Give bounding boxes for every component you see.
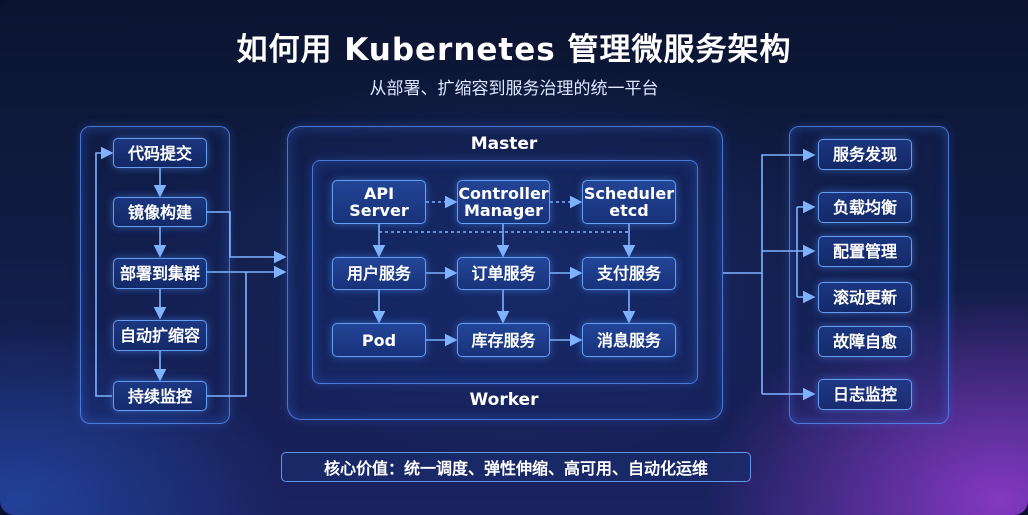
api-server-node: API Server xyxy=(332,180,426,224)
pipeline-step-autoscale: 自动扩缩容 xyxy=(113,320,207,351)
feature-config-management: 配置管理 xyxy=(818,236,912,267)
feature-log-monitoring: 日志监控 xyxy=(818,379,912,410)
master-label: Master xyxy=(470,134,538,154)
right-features-panel xyxy=(789,126,949,424)
core-value-banner: 核心价值：统一调度、弹性伸缩、高可用、自动化运维 xyxy=(281,452,751,482)
scheduler-etcd-node: Scheduler etcd xyxy=(582,180,676,224)
message-service-node: 消息服务 xyxy=(582,323,676,357)
pipeline-step-monitoring: 持续监控 xyxy=(113,381,207,411)
worker-label: Worker xyxy=(469,390,539,410)
inventory-service-node: 库存服务 xyxy=(457,323,550,357)
page-subtitle: 从部署、扩缩容到服务治理的统一平台 xyxy=(369,79,659,99)
order-service-node: 订单服务 xyxy=(457,257,550,290)
payment-service-node: 支付服务 xyxy=(582,257,676,290)
pipeline-step-code-commit: 代码提交 xyxy=(113,138,207,168)
page-title: 如何用 Kubernetes 管理微服务架构 xyxy=(236,32,792,68)
pipeline-step-deploy: 部署到集群 xyxy=(113,258,207,289)
pod-node: Pod xyxy=(332,323,426,357)
feature-rolling-update: 滚动更新 xyxy=(818,282,912,313)
pipeline-step-image-build: 镜像构建 xyxy=(113,197,207,227)
feature-load-balancing: 负载均衡 xyxy=(818,192,912,223)
controller-manager-node: Controller Manager xyxy=(457,180,550,224)
feature-service-discovery: 服务发现 xyxy=(818,139,912,170)
user-service-node: 用户服务 xyxy=(332,257,426,290)
feature-self-healing: 故障自愈 xyxy=(818,326,912,357)
